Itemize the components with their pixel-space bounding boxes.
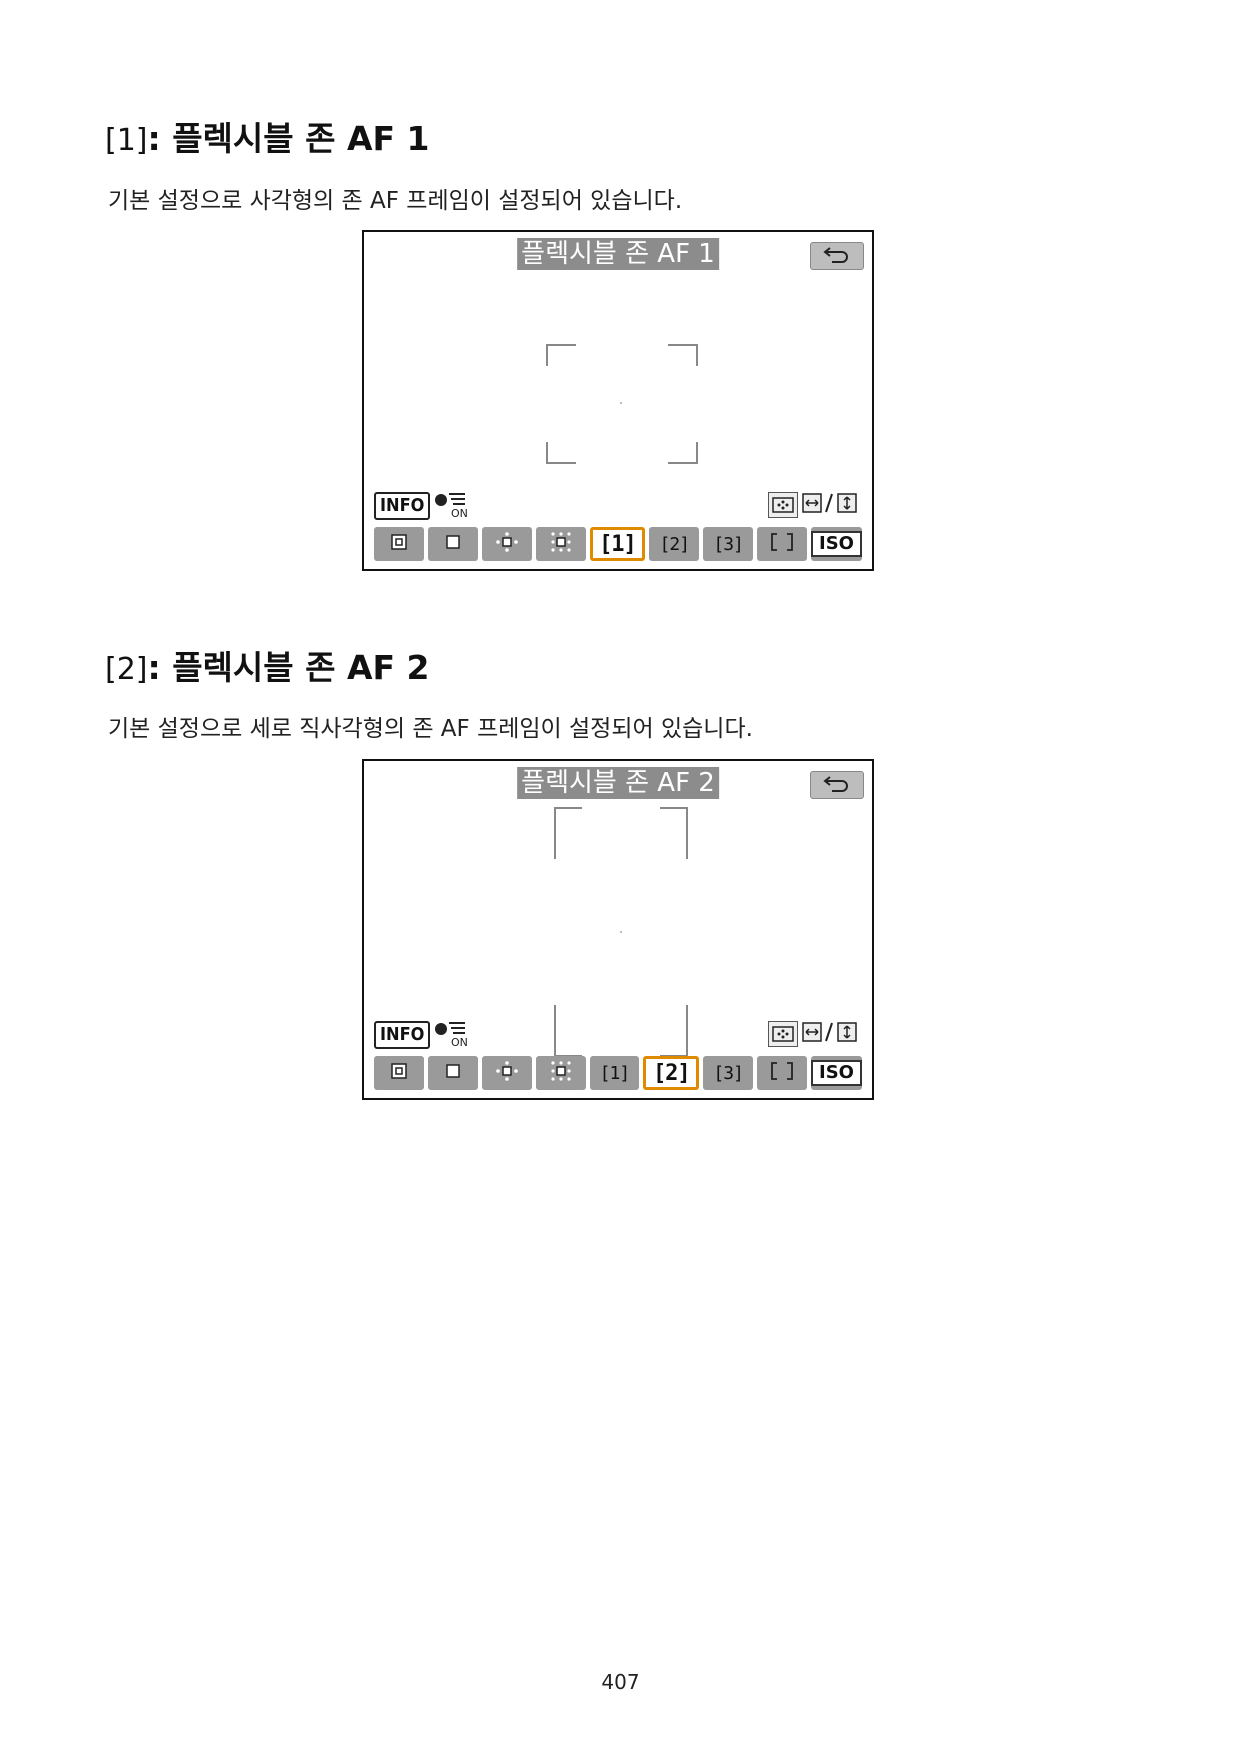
svg-text:ON: ON [451, 507, 467, 518]
section-1-bracket: [1] [105, 123, 148, 158]
flexible-zone-3-button[interactable]: [3] [703, 1056, 754, 1090]
spot-af-button[interactable] [374, 527, 424, 561]
screen-1-title: 플렉시블 존 AF 1 [517, 238, 719, 270]
zone-af-frame[interactable] [546, 344, 698, 464]
section-2-description: 기본 설정으로 세로 직사각형의 존 AF 프레임이 설정되어 있습니다. [108, 716, 753, 742]
dot-menu-icon[interactable]: ON [433, 1019, 468, 1051]
expand-cross-icon [495, 1060, 519, 1087]
single-point-af-button[interactable] [427, 1056, 478, 1090]
flexible-zone-2-button[interactable]: [2] [649, 527, 700, 561]
spot-af-button[interactable] [374, 1056, 424, 1090]
page-number: 407 [601, 1670, 640, 1694]
flexible-zone-3-label: [3] [713, 533, 743, 555]
center-point [620, 931, 622, 933]
flexible-zone-1-label: [1] [599, 531, 637, 557]
section-1-description: 기본 설정으로 사각형의 존 AF 프레임이 설정되어 있습니다. [108, 188, 683, 214]
frame-move-icon[interactable] [802, 490, 862, 520]
flexible-zone-2-label: [2] [652, 1060, 691, 1086]
section-1-heading: [1]: 플렉시블 존 AF 1 [105, 122, 430, 156]
spot-af-icon [390, 533, 408, 556]
center-point [620, 402, 622, 404]
flexible-zone-1-button[interactable]: [1] [589, 1056, 640, 1090]
expand-surround-button[interactable] [535, 527, 586, 561]
section-2-bracket: [2] [105, 652, 148, 687]
flexible-zone-1-label: [1] [599, 1062, 630, 1084]
whole-area-button[interactable] [757, 527, 807, 561]
flexible-zone-2-button[interactable]: [2] [643, 1056, 700, 1090]
single-point-af-button[interactable] [427, 527, 478, 561]
info-button[interactable]: INFO [374, 1021, 431, 1049]
frame-move-icon[interactable] [802, 1019, 862, 1049]
flexible-zone-2-label: [2] [659, 533, 690, 555]
section-1-title: 플렉시블 존 AF 1 [172, 119, 430, 158]
whole-area-icon [769, 1061, 795, 1086]
back-icon [822, 244, 852, 268]
flexible-zone-1-button[interactable]: [1] [589, 527, 646, 561]
svg-text:ON: ON [451, 1036, 467, 1047]
af-point-icon[interactable] [768, 492, 798, 518]
section-2-colon: : [147, 648, 173, 687]
screen-2-title: 플렉시블 존 AF 2 [517, 767, 719, 799]
camera-screen-2: 플렉시블 존 AF 2 INFO ON [1] [2] [3] ISO [362, 759, 874, 1100]
af-mode-icons [768, 1019, 862, 1049]
iso-button[interactable]: ISO [811, 527, 862, 561]
af-point-icon[interactable] [768, 1021, 798, 1047]
back-icon [822, 773, 852, 797]
dot-menu-icon[interactable]: ON [433, 490, 468, 522]
iso-label: ISO [811, 531, 862, 557]
af-method-toolbar: [1] [2] [3] ISO [374, 527, 862, 561]
iso-label: ISO [811, 1060, 862, 1086]
whole-area-icon [769, 532, 795, 557]
info-row: INFO ON [374, 490, 468, 522]
expand-cross-icon [495, 531, 519, 558]
single-point-af-icon [444, 1062, 462, 1085]
flexible-zone-3-label: [3] [713, 1062, 743, 1084]
camera-screen-1: 플렉시블 존 AF 1 INFO ON [1] [2] [3] ISO [362, 230, 874, 571]
section-2-heading: [2]: 플렉시블 존 AF 2 [105, 651, 430, 685]
section-2-title: 플렉시블 존 AF 2 [172, 648, 430, 687]
expand-surround-icon [549, 1060, 573, 1087]
af-mode-icons [768, 490, 862, 520]
back-button[interactable] [810, 771, 864, 799]
section-1-colon: : [147, 119, 173, 158]
info-button[interactable]: INFO [374, 492, 431, 520]
whole-area-button[interactable] [757, 1056, 807, 1090]
expand-surround-button[interactable] [535, 1056, 586, 1090]
spot-af-icon [390, 1062, 408, 1085]
expand-cross-button[interactable] [481, 1056, 532, 1090]
info-row: INFO ON [374, 1019, 468, 1051]
af-method-toolbar: [1] [2] [3] ISO [374, 1056, 862, 1090]
expand-surround-icon [549, 531, 573, 558]
back-button[interactable] [810, 242, 864, 270]
expand-cross-button[interactable] [481, 527, 532, 561]
iso-button[interactable]: ISO [811, 1056, 862, 1090]
flexible-zone-3-button[interactable]: [3] [703, 527, 754, 561]
single-point-af-icon [444, 533, 462, 556]
zone-af-frame[interactable] [554, 807, 688, 1057]
